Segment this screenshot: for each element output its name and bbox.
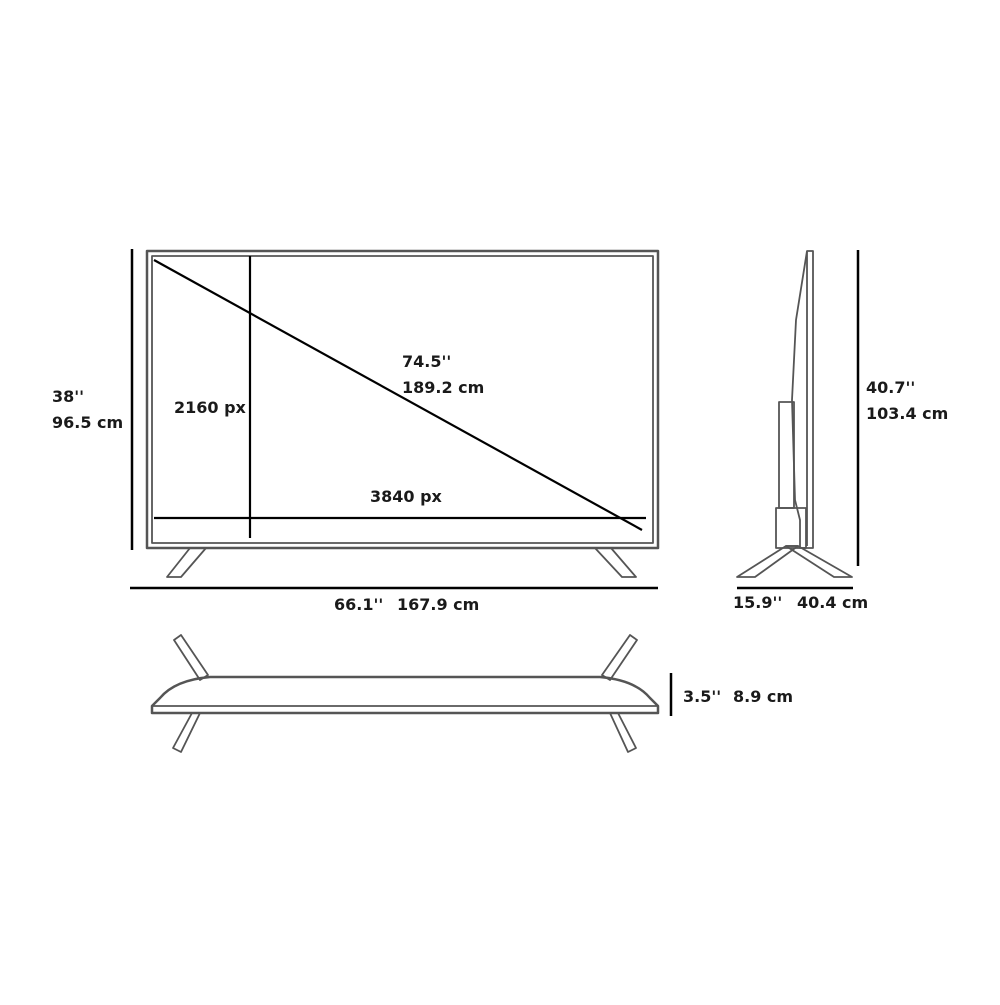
diagonal-line — [153, 259, 643, 531]
diagonal-inches: 74.5'' — [402, 352, 451, 371]
front-height-cm: 96.5 cm — [52, 413, 123, 432]
side-back-panel — [791, 250, 814, 549]
front-view: 38'' 96.5 cm 2160 px 74.5'' 189.2 cm 384… — [52, 249, 660, 614]
top-right-rear-leg — [601, 634, 638, 681]
top-tv-body — [150, 675, 660, 715]
vertical-resolution-label: 2160 px — [174, 398, 247, 417]
top-right-front-leg — [609, 712, 637, 753]
side-stand-leg-front — [736, 545, 799, 578]
side-height-inches: 40.7'' — [866, 378, 915, 397]
top-view: 3.5'' 8.9 cm — [150, 634, 793, 753]
front-width-cm: 167.9 cm — [397, 595, 479, 614]
tv-front-frame — [145, 249, 660, 550]
top-left-rear-leg — [173, 634, 209, 681]
side-depth-cm: 40.4 cm — [797, 593, 868, 612]
diagonal-cm: 189.2 cm — [402, 378, 484, 397]
front-right-stand — [594, 547, 637, 578]
horizontal-resolution-label: 3840 px — [370, 487, 443, 506]
side-stand-leg-back — [785, 545, 853, 578]
side-depth-inches: 15.9'' — [733, 593, 782, 612]
top-left-front-leg — [172, 712, 201, 753]
front-left-stand — [166, 547, 207, 578]
front-width-inches: 66.1'' — [334, 595, 383, 614]
front-height-inches: 38'' — [52, 387, 84, 406]
top-thickness-inches: 3.5'' — [683, 687, 721, 706]
side-height-cm: 103.4 cm — [866, 404, 948, 423]
top-thickness-cm: 8.9 cm — [733, 687, 793, 706]
side-view: 40.7'' 103.4 cm 15.9'' 40.4 cm — [733, 250, 948, 612]
side-stand-neck — [775, 507, 807, 549]
tv-screen — [151, 255, 654, 544]
